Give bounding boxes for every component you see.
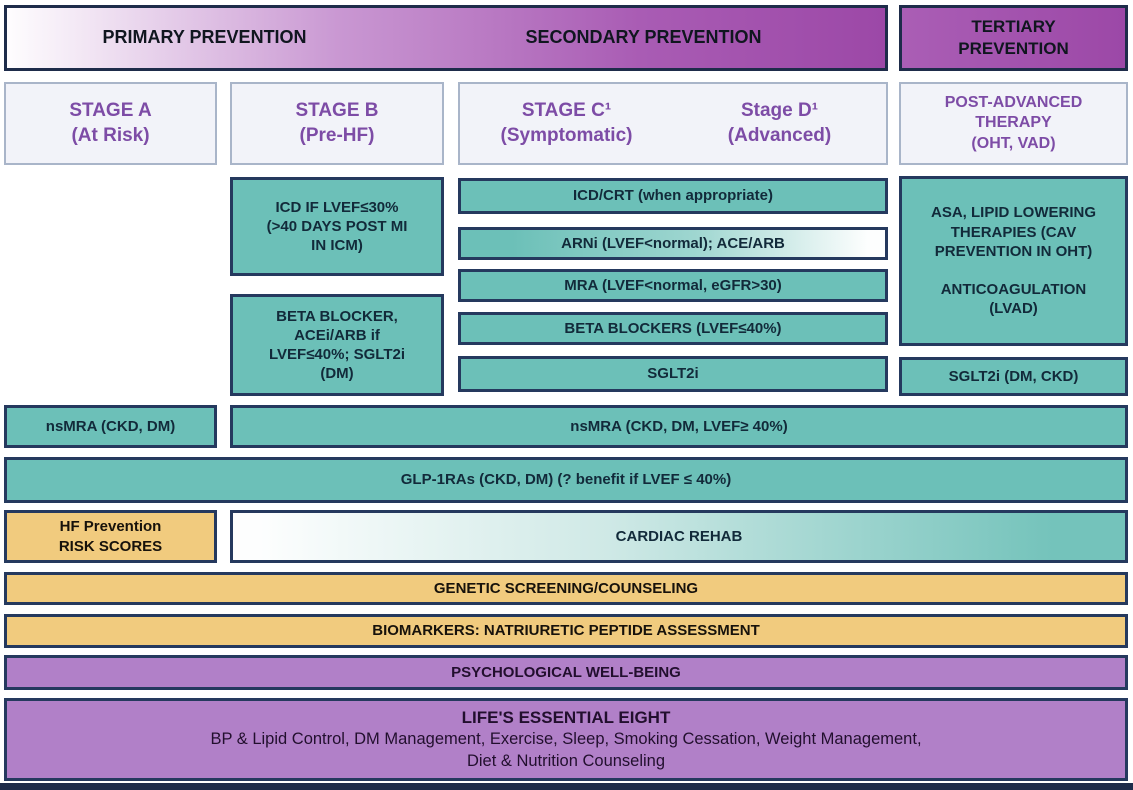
stage-c-label: STAGE C¹ (Symptomatic) bbox=[500, 100, 633, 146]
post-advanced-therapy-header: POST-ADVANCED THERAPY (OHT, VAD) bbox=[899, 82, 1128, 165]
stage-c-d-header: STAGE C¹ (Symptomatic) Stage D¹ (Advance… bbox=[458, 82, 888, 165]
treatment-beta-blocker-acei-arb: BETA BLOCKER, ACEi/ARB if LVEF≤40%; SGLT… bbox=[230, 294, 444, 396]
primary-prevention-header: PRIMARY PREVENTION bbox=[102, 27, 307, 48]
bottom-border-strip bbox=[0, 783, 1133, 790]
treatment-mra: MRA (LVEF<normal, eGFR>30) bbox=[458, 269, 888, 302]
hf-prevention-risk-scores: HF Prevention RISK SCORES bbox=[4, 510, 217, 563]
treatment-icd-crt: ICD/CRT (when appropriate) bbox=[458, 178, 888, 214]
row-psychological-well-being: PSYCHOLOGICAL WELL-BEING bbox=[4, 655, 1128, 690]
stage-b-header: STAGE B (Pre-HF) bbox=[230, 82, 444, 165]
row-genetic-screening: GENETIC SCREENING/COUNSELING bbox=[4, 572, 1128, 605]
treatment-beta-blockers: BETA BLOCKERS (LVEF≤40%) bbox=[458, 312, 888, 345]
tertiary-prevention-header: TERTIARY PREVENTION bbox=[899, 5, 1128, 71]
treatment-sglt2i-dm-ckd: SGLT2i (DM, CKD) bbox=[899, 357, 1128, 396]
treatment-asa-lipid-anticoagulation: ASA, LIPID LOWERING THERAPIES (CAV PREVE… bbox=[899, 176, 1128, 346]
row-lifes-essential-eight: LIFE'S ESSENTIAL EIGHT BP & Lipid Contro… bbox=[4, 698, 1128, 781]
treatment-nsmra-wide: nsMRA (CKD, DM, LVEF≥ 40%) bbox=[230, 405, 1128, 448]
lifes-essential-eight-body: BP & Lipid Control, DM Management, Exerc… bbox=[210, 730, 922, 770]
primary-secondary-header-bar: PRIMARY PREVENTION SECONDARY PREVENTION bbox=[4, 5, 888, 71]
lifes-essential-eight-title: LIFE'S ESSENTIAL EIGHT bbox=[461, 707, 671, 727]
treatment-nsmra-ckd-dm: nsMRA (CKD, DM) bbox=[4, 405, 217, 448]
row-biomarkers: BIOMARKERS: NATRIURETIC PEPTIDE ASSESSME… bbox=[4, 614, 1128, 648]
stage-a-header: STAGE A (At Risk) bbox=[4, 82, 217, 165]
treatment-cardiac-rehab: CARDIAC REHAB bbox=[230, 510, 1128, 563]
stage-d-label: Stage D¹ (Advanced) bbox=[727, 100, 832, 146]
treatment-glp1ras: GLP-1RAs (CKD, DM) (? benefit if LVEF ≤ … bbox=[4, 457, 1128, 503]
treatment-arni-ace-arb: ARNi (LVEF<normal); ACE/ARB bbox=[458, 227, 888, 260]
treatment-icd-if-lvef: ICD IF LVEF≤30% (>40 DAYS POST MI IN ICM… bbox=[230, 177, 444, 276]
treatment-sglt2i: SGLT2i bbox=[458, 356, 888, 392]
secondary-prevention-header: SECONDARY PREVENTION bbox=[525, 27, 762, 48]
